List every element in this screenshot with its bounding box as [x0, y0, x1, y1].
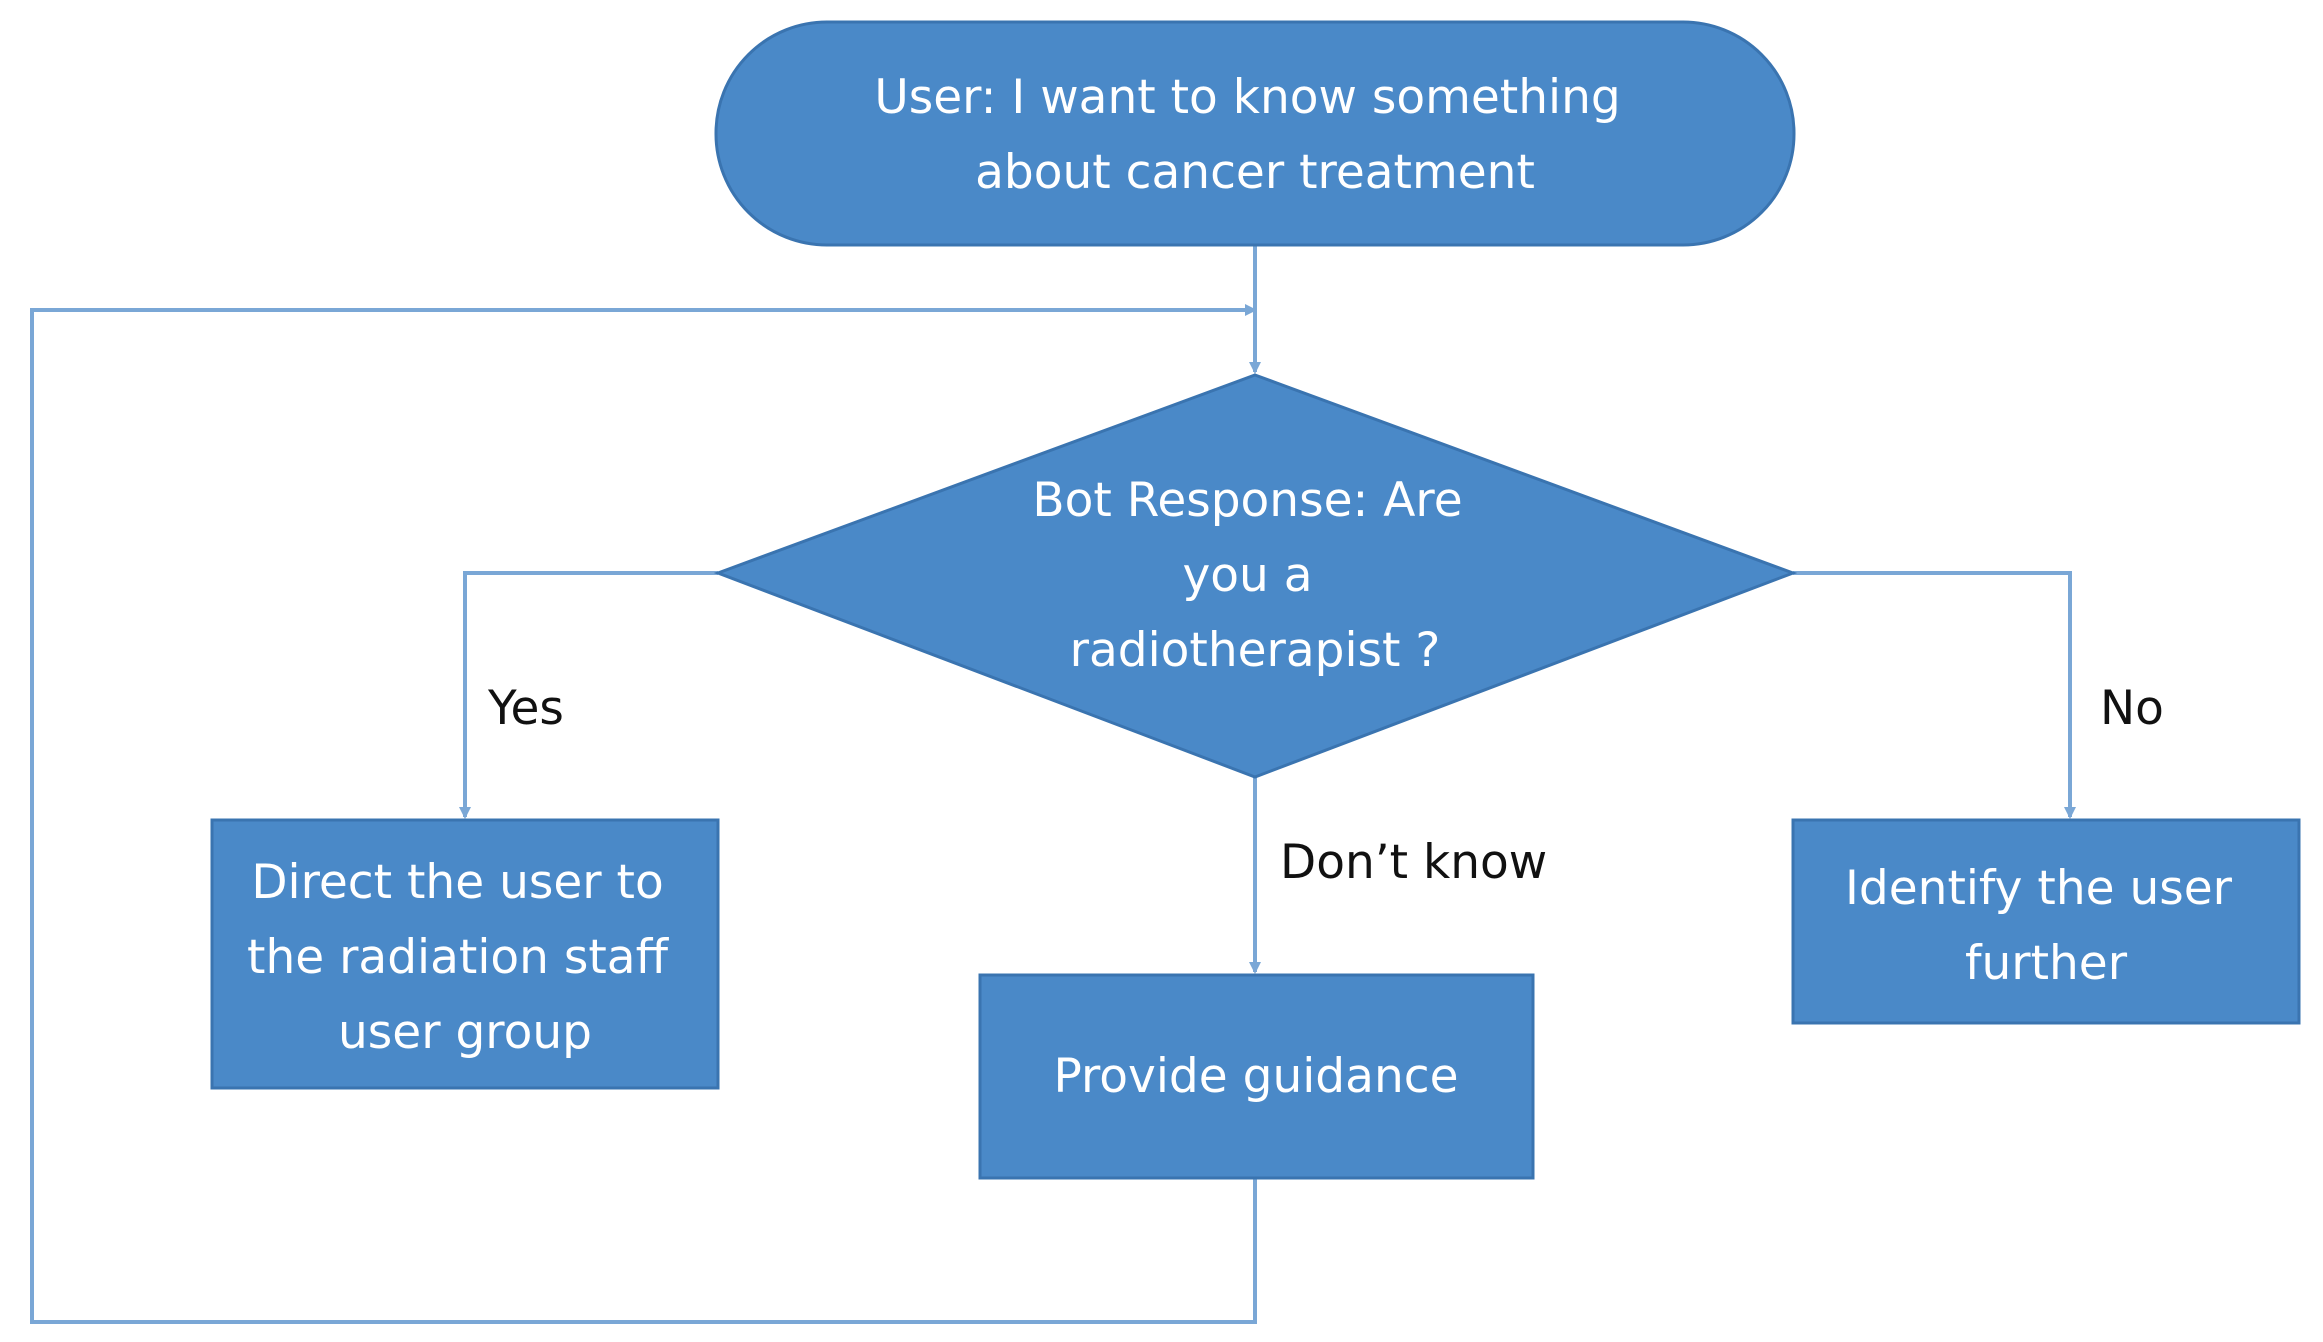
dont-know-edge-label: Don’t know: [1280, 835, 1547, 890]
decision-diamond-shape: [713, 373, 1798, 779]
decision-text-line-2: you a: [1182, 548, 1312, 603]
connector-no-branch: [1793, 571, 2076, 819]
start-node: User: I want to know something about can…: [714, 20, 1796, 247]
no-process-node: Identify the user further: [1791, 818, 2301, 1025]
yes-box-text-line-1: Direct the user to: [251, 855, 663, 910]
decision-text-line-3: radiotherapist ?: [1070, 623, 1441, 678]
decision-text-line-1: Bot Response: Are: [1032, 473, 1462, 528]
no-box-text-line-2: further: [1965, 936, 2128, 991]
yes-edge-label: Yes: [487, 681, 564, 736]
connectors: [30, 245, 2076, 1324]
decision-node: Bot Response: Are you a radiotherapist ?: [713, 373, 1798, 779]
guidance-process-box: [978, 973, 1535, 1180]
start-text-line-2: about cancer treatment: [975, 145, 1535, 200]
svg-text:User: I want to know something: User: I want to know something about can…: [874, 70, 1635, 200]
yes-process-box: [210, 818, 720, 1090]
svg-text:Direct the user to the r: Direct the user to the radiation staff u…: [247, 855, 683, 1060]
svg-text:Provide guidance: Provide guidance: [1054, 1049, 1459, 1104]
start-terminator-shape: [714, 20, 1796, 247]
connector-loop-back: [30, 304, 1257, 1324]
no-process-box: [1791, 818, 2301, 1025]
svg-text:Bot Response: Are you a: Bot Response: Are you a radiotherapist ?: [1032, 473, 1477, 678]
no-box-text-line-1: Identify the user: [1845, 861, 2233, 916]
start-text-line-1: User: I want to know something: [874, 70, 1620, 125]
guidance-box-text-line-1: Provide guidance: [1054, 1049, 1459, 1104]
yes-process-node: Direct the user to the radiation staff u…: [210, 818, 720, 1090]
guidance-process-node: Provide guidance: [978, 973, 1535, 1180]
no-edge-label: No: [2100, 681, 2164, 736]
yes-box-text-line-2: the radiation staff: [247, 930, 670, 985]
svg-text:Identify the user furthe: Identify the user further: [1845, 861, 2247, 991]
yes-box-text-line-3: user group: [338, 1005, 592, 1060]
connector-yes-branch: [459, 571, 718, 819]
